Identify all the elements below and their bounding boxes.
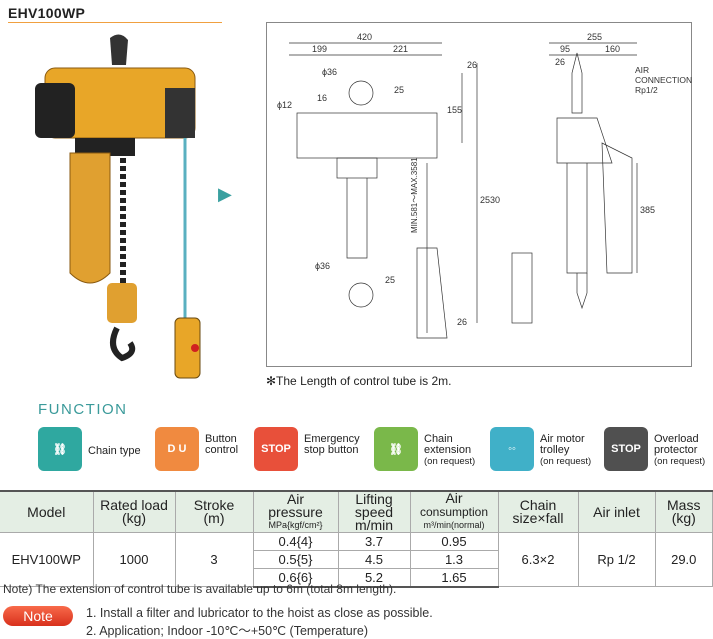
dim-16: 16: [317, 93, 327, 103]
overload-protector-icon: STOP: [604, 427, 648, 471]
dim-phi12: ϕ12: [277, 100, 292, 110]
cell-pressure: 0.5{5}: [253, 550, 339, 569]
table-row: 0.6{6} 5.2 1.65: [0, 568, 713, 588]
air-connection-label-2: CONNECTION: [635, 75, 692, 85]
dim-26-side: 26: [555, 57, 565, 67]
cell-pressure: 0.4{4}: [252, 532, 339, 551]
dim-221: 221: [393, 44, 408, 54]
cell-pressure: 0.6{6}: [253, 568, 339, 588]
hoist-photo: [35, 34, 201, 379]
play-triangle-icon: ▶: [218, 184, 232, 204]
dim-2530: 2530: [480, 195, 500, 205]
dim-95: 95: [560, 44, 570, 54]
dim-385: 385: [640, 205, 655, 215]
note-item: 1. Install a filter and lubricator to th…: [86, 606, 433, 620]
table-row: 0.5{5} 4.5 1.3: [0, 550, 713, 569]
cell-load: 1000: [92, 532, 176, 587]
dim-255: 255: [587, 32, 602, 42]
dimension-drawing: 420 199 221 ϕ36 ϕ12 16 25 26 155 2530 MI…: [266, 22, 692, 367]
air-connection-size: Rp1/2: [635, 85, 658, 95]
chain-icon: ⛓: [38, 427, 82, 471]
function-label: Chain type: [88, 445, 141, 457]
dim-phi36-top: ϕ36: [322, 67, 337, 77]
dim-26-bottom: 26: [457, 317, 467, 327]
dim-phi36-bottom: ϕ36: [315, 261, 330, 271]
th-air-inlet: Air inlet: [577, 490, 656, 533]
drawing-footnote: ✻The Length of control tube is 2m.: [266, 374, 452, 388]
chain-extension-icon: ⛓: [374, 427, 418, 471]
title-underline: [8, 22, 222, 23]
dim-25-top: 25: [394, 85, 404, 95]
cell-speed: 5.2: [337, 568, 411, 588]
air-connection-label: AIR: [635, 65, 649, 75]
cell-stroke: 3: [174, 532, 254, 587]
cell-speed: 4.5: [337, 550, 411, 569]
dim-155: 155: [447, 105, 462, 115]
th-model: Model: [0, 490, 94, 533]
cell-consumption: 0.95: [409, 532, 499, 551]
cell-consumption: 1.65: [409, 568, 499, 588]
note-item: 2. Application; Indoor -10℃～+50℃ (Temper…: [86, 624, 369, 638]
cell-mass: 29.0: [654, 532, 713, 587]
cell-speed: 3.7: [337, 532, 411, 551]
table-row: EHV100WP 1000 3 0.4{4} 3.7 0.95 6.3×2 Rp…: [0, 532, 713, 587]
dim-26-top: 26: [467, 60, 477, 70]
cell-inlet: Rp 1/2: [577, 532, 656, 587]
cell-chain: 6.3×2: [497, 532, 579, 587]
stop-button-icon: STOP: [254, 427, 298, 471]
dim-420: 420: [357, 32, 372, 42]
dim-25-bottom: 25: [385, 275, 395, 285]
dim-range: MIN.581～MAX.3581: [410, 157, 419, 233]
function-heading: FUNCTION: [38, 401, 128, 418]
up-down-button-icon: D U: [155, 427, 199, 471]
dim-160: 160: [605, 44, 620, 54]
th-mass: Mass(kg): [654, 490, 713, 533]
cell-consumption: 1.3: [409, 550, 499, 569]
table-note: Note) The extension of control tube is a…: [3, 582, 397, 596]
note-badge: Note: [3, 606, 73, 626]
product-title: EHV100WP: [8, 5, 86, 21]
cell-model: EHV100WP: [0, 532, 94, 587]
th-rated-load: Rated load(kg): [92, 490, 176, 533]
dim-199: 199: [312, 44, 327, 54]
th-stroke: Stroke(m): [174, 490, 254, 533]
trolley-icon: ◦◦: [490, 427, 534, 471]
